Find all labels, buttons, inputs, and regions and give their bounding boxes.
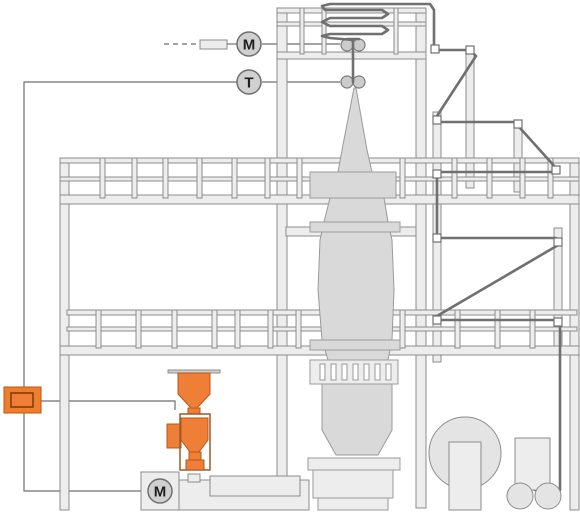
hopper-upper-collar: [187, 407, 201, 415]
extruder-barrel: [209, 475, 301, 497]
tension-sensor-icon: T: [236, 69, 262, 95]
hopper: [166, 369, 221, 471]
control-panel-screen: [10, 392, 34, 408]
top-nip-roller-right: [352, 38, 366, 52]
winder-roll-left: [506, 482, 534, 510]
hopper-dosing-box: [166, 423, 182, 449]
tension-roller-right: [352, 75, 366, 89]
guide-rollers: [430, 44, 563, 327]
die-cone: [321, 383, 393, 456]
controller-to-extruder-line: [41, 400, 176, 410]
winder-cabinet: [514, 437, 551, 491]
top-tower-beam: [276, 51, 427, 60]
winder-unit: [428, 416, 562, 511]
winder-reel-stand: [448, 441, 482, 511]
motor-bottom-icon: M: [147, 478, 173, 504]
motor-top-label: M: [243, 37, 256, 54]
controller-to-motor-line: [23, 413, 148, 492]
film-serpentine: [320, 2, 472, 84]
die-base-top: [307, 457, 401, 471]
motor-top-feed-box: [199, 39, 237, 50]
collapsing-frame-box: [309, 171, 397, 199]
nip-rollers: [340, 38, 366, 89]
tension-label: T: [244, 75, 253, 92]
top-tower-left-column: [276, 7, 288, 509]
upper-railing-posts: [99, 157, 554, 199]
left-outer-column: [59, 157, 70, 511]
film-bubble: [307, 87, 401, 511]
air-ring-slots: [319, 363, 392, 381]
die-base-foot: [317, 497, 389, 511]
control-panel: [3, 386, 42, 414]
top-tower-post-2: [321, 7, 327, 55]
top-tower-post-3: [393, 7, 399, 55]
extruder-neck: [187, 473, 201, 483]
lower-railing-posts: [95, 309, 536, 349]
right-outer-column: [569, 157, 580, 511]
upper-railing-top: [59, 157, 580, 164]
collapsing-frame-cone: [337, 87, 373, 173]
bubble-lower-ring: [309, 339, 401, 351]
hopper-lower-bin: [180, 417, 209, 453]
motor-top-icon: M: [236, 31, 262, 57]
top-tower-right-column: [415, 7, 427, 509]
tension-signal-line: [23, 81, 237, 399]
bubble-upper-ring: [309, 221, 401, 233]
motor-bottom-label: M: [154, 484, 167, 501]
die-base-body: [312, 469, 394, 499]
hopper-feed-throat: [185, 459, 205, 471]
tension-roller-left: [340, 75, 354, 89]
hopper-upper-bin: [177, 372, 211, 409]
hopper-lower-collar: [188, 451, 202, 461]
winder-roll-right: [534, 482, 562, 510]
top-tower-post-1: [299, 7, 305, 55]
